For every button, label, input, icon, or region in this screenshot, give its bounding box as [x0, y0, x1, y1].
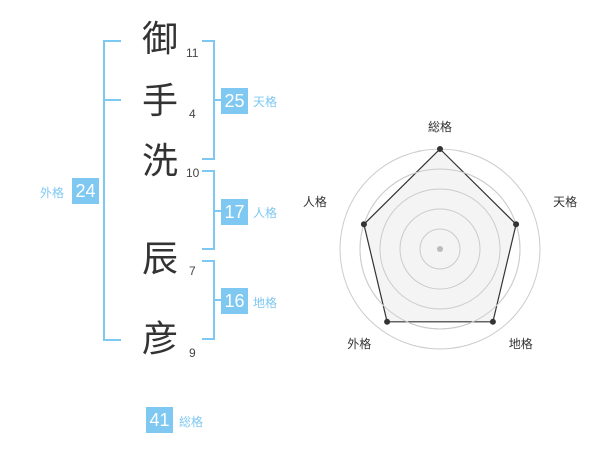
- stroke-count-4: 7: [189, 264, 196, 278]
- radar-point-3: [489, 318, 496, 325]
- gaikaku-bracket: [103, 40, 121, 341]
- radar-inner-ring-2: [399, 208, 481, 290]
- stroke-count-2: 4: [189, 107, 196, 121]
- jinkaku-label: 人格: [253, 206, 278, 220]
- soukaku-label: 総格: [179, 415, 204, 429]
- radar-data-polygon: [363, 148, 517, 323]
- name-char-5: 彦: [142, 319, 179, 360]
- name-char-3: 洗: [142, 141, 179, 182]
- radar-inner-ring-3: [379, 188, 501, 310]
- chikaku-bracket-tick: [214, 299, 222, 301]
- gaikaku-bracket-tick: [104, 99, 121, 101]
- stroke-count-3: 10: [186, 166, 200, 180]
- radar-inner-ring-4: [359, 168, 521, 330]
- chikaku-value-badge: 16: [221, 288, 248, 314]
- radar-axis-label-4: 外格: [347, 336, 371, 351]
- gaikaku-label: 外格: [40, 186, 65, 200]
- radar-axis-label-5: 人格: [303, 194, 327, 209]
- name-char-4: 辰: [142, 239, 179, 280]
- gaikaku-value-badge: 24: [72, 178, 99, 204]
- stroke-count-1: 11: [186, 46, 199, 60]
- name-char-1: 御: [142, 19, 179, 60]
- tenkaku-label: 天格: [253, 95, 278, 109]
- radar-inner-ring-1: [419, 228, 461, 270]
- radar-point-1: [437, 146, 443, 152]
- tenkaku-value-badge: 25: [221, 88, 248, 114]
- radar-axis-label-3: 地格: [509, 336, 533, 351]
- radar-center-dot: [437, 246, 443, 252]
- radar-axis-label-2: 天格: [553, 194, 577, 209]
- radar-point-2: [513, 221, 520, 228]
- stroke-count-5: 9: [189, 346, 196, 360]
- jinkaku-bracket-tick: [214, 210, 222, 212]
- radar-point-4: [384, 318, 391, 325]
- jinkaku-value-badge: 17: [221, 199, 248, 225]
- soukaku-value-badge: 41: [146, 407, 173, 433]
- chikaku-label: 地格: [253, 296, 278, 310]
- tenkaku-bracket-tick: [214, 99, 222, 101]
- radar-axis-label-1: 総格: [428, 119, 452, 134]
- radar-point-5: [360, 221, 367, 228]
- name-char-2: 手: [142, 81, 179, 122]
